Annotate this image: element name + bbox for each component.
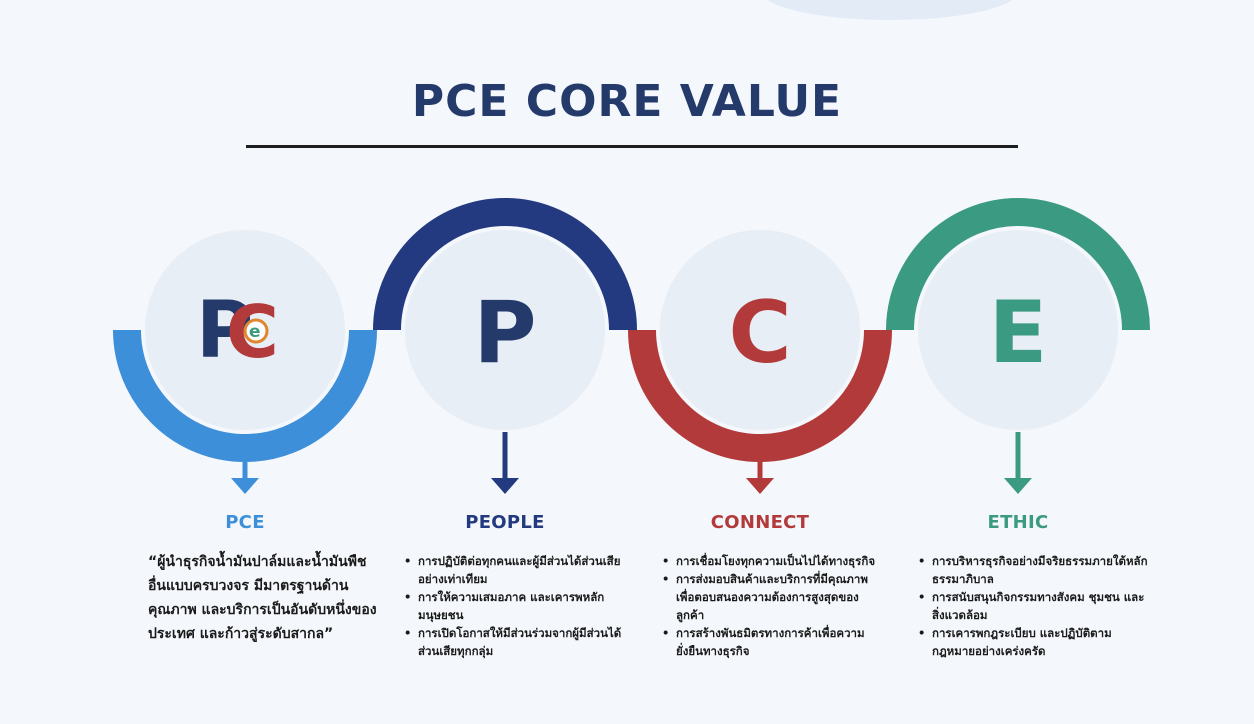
ethic-circle [918, 230, 1118, 430]
connect-letter: C [728, 283, 791, 383]
ethic-arc [886, 198, 1150, 331]
people-points-list: การปฏิบัติต่อทุกคนและผู้มีส่วนได้ส่วนเสี… [402, 552, 630, 660]
connect-points-list: การเชื่อมโยงทุกความเป็นไปได้ทางธุรกิจ กา… [660, 552, 884, 660]
page-title: PCE CORE VALUE [411, 76, 843, 127]
connect-arc [628, 329, 892, 462]
connect-circle [660, 230, 860, 430]
connect-arrow-icon [746, 462, 774, 494]
ethic-letter: E [989, 283, 1048, 383]
ethic-arrow-icon [1004, 432, 1032, 494]
connect-point: การสร้างพันธมิตรทางการค้าเพื่อความยั่งยื… [660, 624, 884, 660]
ethic-point: การสนับสนุนกิจกรรมทางสังคม ชุมชน และสิ่ง… [916, 588, 1152, 624]
title-underline [246, 145, 1018, 148]
people-letter: P [473, 283, 536, 383]
pce-logo: P C e [196, 286, 279, 376]
pce-vision-quote: “ผู้นำธุรกิจน้ำมันปาล์มและน้ำมันพืชอื่นแ… [148, 554, 377, 642]
people-point: การให้ความเสมอภาค และเคารพหลักมนุษยชน [402, 588, 630, 624]
people-arc [373, 198, 637, 331]
people-point: การเปิดโอกาสให้มีส่วนร่วมจากผู้มีส่วนได้… [402, 624, 630, 660]
connect-point: การส่งมอบสินค้าและบริการที่มีคุณภาพ เพื่… [660, 570, 884, 624]
people-point: การปฏิบัติต่อทุกคนและผู้มีส่วนได้ส่วนเสี… [402, 552, 630, 588]
ethic-heading: ETHIC [987, 512, 1049, 533]
people-heading: PEOPLE [465, 512, 545, 533]
ethic-points-list: การบริหารธุรกิจอย่างมีจริยธรรมภายใต้หลัก… [916, 552, 1152, 660]
ethic-point: การเคารพกฎระเบียบ และปฏิบัติตามกฎหมายอย่… [916, 624, 1152, 660]
pce-arc [113, 329, 377, 462]
people-arrow-icon [491, 432, 519, 494]
background-decoration [760, 0, 1020, 20]
ethic-point: การบริหารธุรกิจอย่างมีจริยธรรมภายใต้หลัก… [916, 552, 1152, 588]
pce-arrow-icon [231, 462, 259, 494]
svg-text:e: e [249, 322, 261, 342]
people-circle [405, 230, 605, 430]
connect-point: การเชื่อมโยงทุกความเป็นไปได้ทางธุรกิจ [660, 552, 884, 570]
connect-heading: CONNECT [710, 512, 810, 533]
pce-heading: PCE [225, 512, 265, 533]
